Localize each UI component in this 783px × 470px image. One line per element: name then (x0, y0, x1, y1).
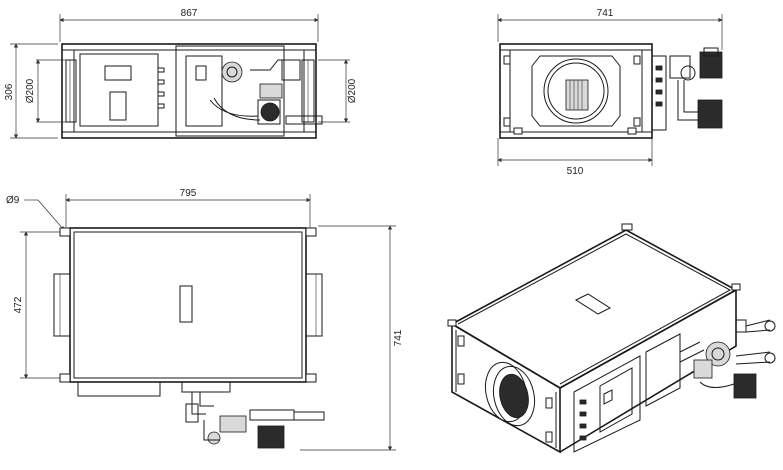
hole-diameter-label: Ø9 (6, 195, 20, 206)
top-depth-label: 472 (13, 296, 24, 313)
top-view: Ø9 795 472 741 (6, 188, 404, 451)
side-view: 741 510 (497, 8, 723, 177)
top-width-label: 795 (180, 188, 197, 199)
front-height-label: 306 (4, 83, 15, 100)
top-total-depth-label: 741 (393, 329, 404, 346)
front-diameter-left-label: Ø200 (25, 78, 36, 103)
side-width-top-label: 741 (597, 8, 614, 19)
isometric-view (447, 223, 776, 454)
front-view: 867 306 Ø200 Ø200 (4, 8, 358, 139)
front-diameter-right-label: Ø200 (347, 78, 358, 103)
side-width-bottom-label: 510 (567, 166, 584, 177)
front-width-label: 867 (181, 8, 198, 19)
